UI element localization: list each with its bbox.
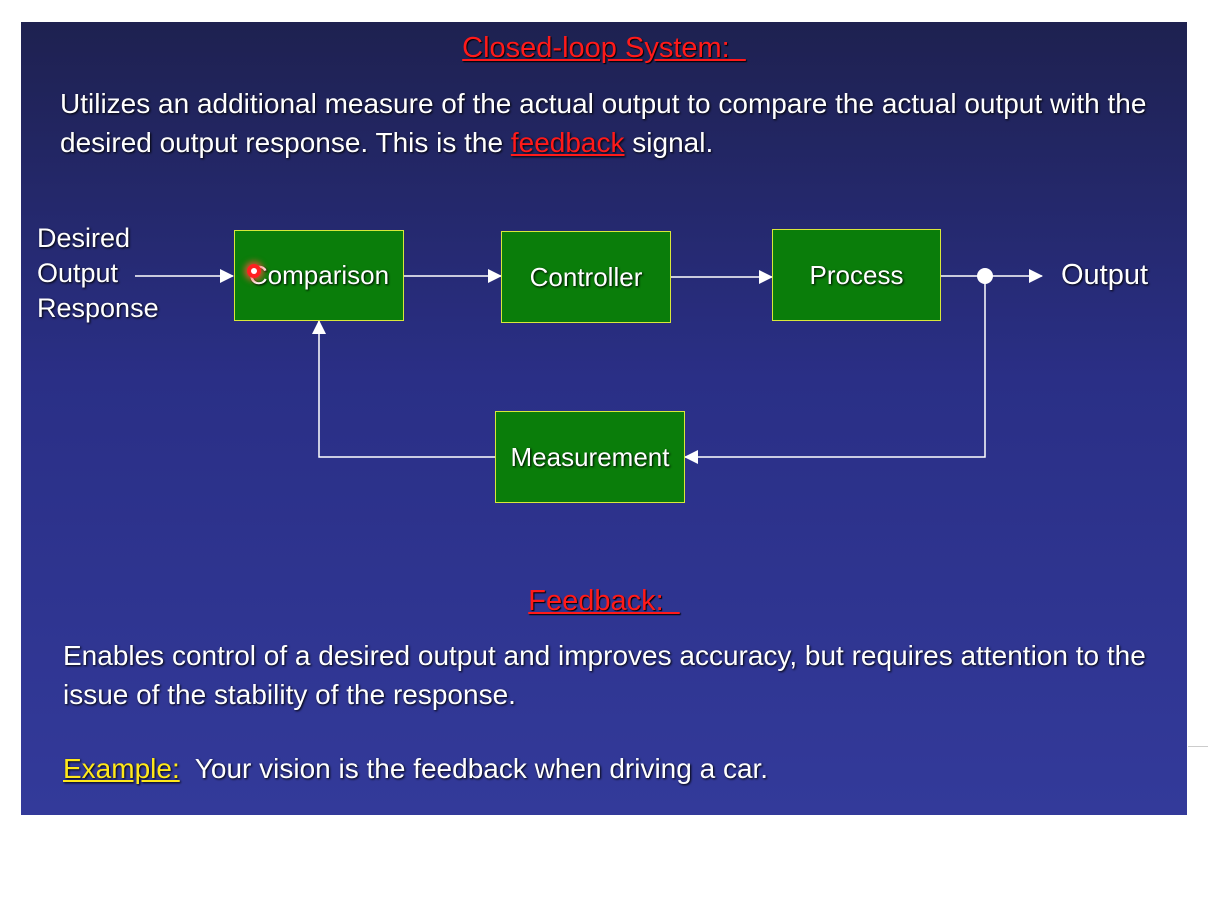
block-diagram-connectors: [135, 268, 1043, 464]
output-label: Output: [1061, 259, 1149, 291]
intro-paragraph: Utilizes an additional measure of the ac…: [60, 84, 1170, 162]
edge-divider: [1188, 746, 1208, 747]
feedback-path-to-measurement: [684, 276, 986, 464]
input-label-line: Desired: [37, 223, 131, 253]
controller-block: Controller: [501, 231, 671, 323]
example-label: Example:: [63, 753, 180, 784]
slide: Closed-loop System: Utilizes an addition…: [21, 22, 1187, 815]
intro-suffix: signal.: [624, 127, 714, 158]
input-label-line: Output: [37, 258, 119, 288]
intro-text: Utilizes an additional measure of the ac…: [60, 88, 1147, 158]
measurement-block: Measurement: [495, 411, 685, 503]
example-text: Your vision is the feedback when driving…: [179, 753, 769, 784]
comparison-block: Comparison: [234, 230, 404, 321]
feedback-paragraph: Enables control of a desired output and …: [63, 640, 1146, 710]
example-paragraph: Example: Your vision is the feedback whe…: [63, 749, 1163, 788]
feedback-link-text: feedback: [510, 127, 625, 158]
process-block: Process: [772, 229, 941, 321]
cursor-pointer-icon: [247, 264, 261, 278]
feedback-path-to-comparison: [312, 320, 496, 458]
slide-title: Closed-loop System:: [462, 32, 746, 64]
input-label: Desired Output Response: [37, 221, 159, 326]
input-label-line: Response: [37, 293, 159, 323]
feedback-heading: Feedback:: [528, 585, 680, 617]
